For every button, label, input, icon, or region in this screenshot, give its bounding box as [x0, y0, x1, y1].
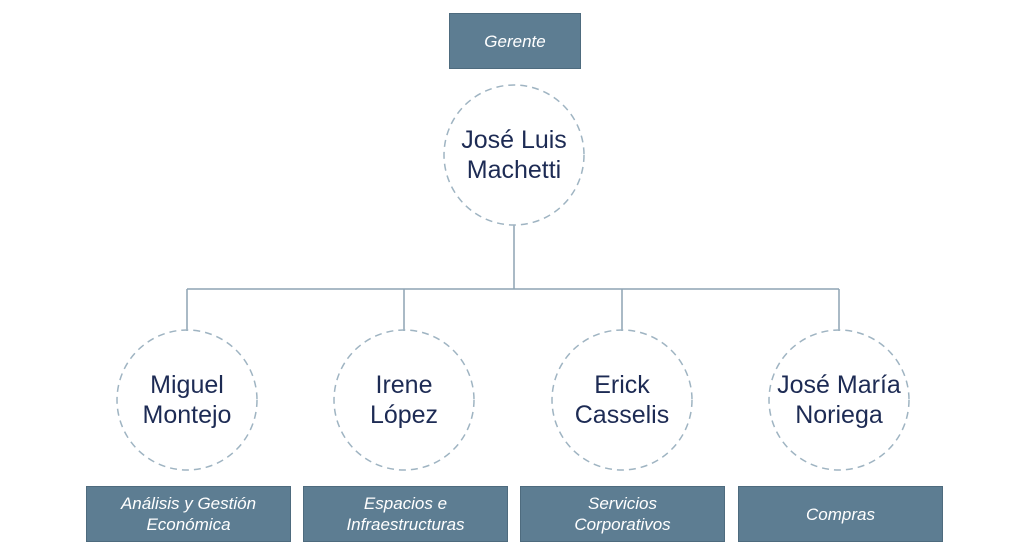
member-role-box-1: Análisis y Gestión Económica: [86, 486, 291, 542]
top-role-label: Gerente: [484, 31, 546, 51]
member-role-label-2: Espacios e Infraestructuras: [346, 494, 465, 534]
member-name-3: Erick Casselis: [574, 371, 670, 429]
member-role-label-3: Servicios Corporativos: [574, 494, 671, 534]
member-role-box-4: Compras: [738, 486, 943, 542]
top-person-circle: [443, 84, 585, 226]
member-name-4: José María Noriega: [777, 371, 901, 429]
member-name-2: Irene López: [369, 371, 439, 429]
member-role-box-2: Espacios e Infraestructuras: [303, 486, 508, 542]
member-circle-1: [116, 329, 258, 471]
member-name-1: Miguel Montejo: [142, 371, 232, 429]
top-person-name: José Luis Machetti: [461, 126, 567, 184]
member-role-label-1: Análisis y Gestión Económica: [120, 494, 257, 534]
member-circle-2: [333, 329, 475, 471]
top-role-box: Gerente: [449, 13, 581, 69]
member-role-label-4: Compras: [806, 504, 875, 524]
member-role-box-3: Servicios Corporativos: [520, 486, 725, 542]
member-circle-4: [768, 329, 910, 471]
member-circle-3: [551, 329, 693, 471]
